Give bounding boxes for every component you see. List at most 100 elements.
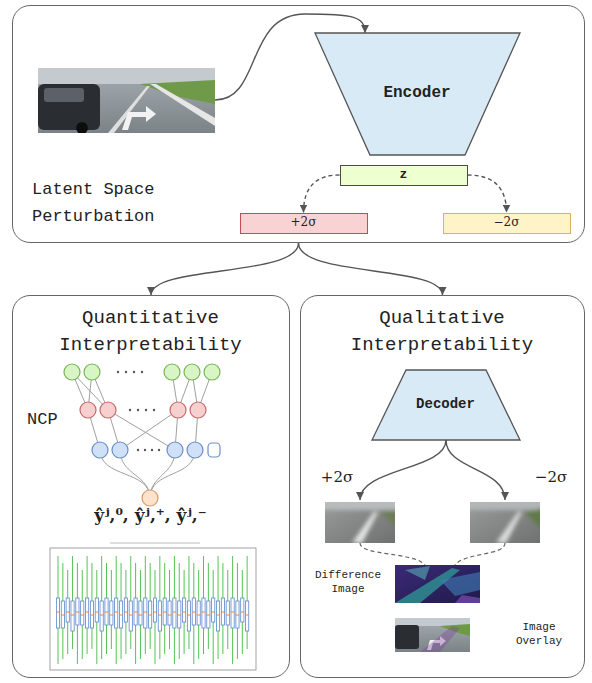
median-mark bbox=[105, 612, 109, 613]
box-plot-box bbox=[192, 598, 195, 625]
box-plot-box bbox=[110, 601, 113, 625]
blur-sky bbox=[325, 502, 395, 510]
median-mark bbox=[211, 612, 215, 613]
median-mark bbox=[56, 612, 60, 613]
motor-neuron bbox=[142, 490, 158, 506]
dashed-merge-line bbox=[360, 543, 425, 565]
diff-ground bbox=[395, 565, 480, 603]
block-label: Encoder bbox=[383, 85, 450, 103]
perturb-plus-box: +2σ bbox=[240, 213, 368, 234]
arrow-label: +2σ bbox=[316, 468, 358, 487]
box-plot-box bbox=[183, 598, 186, 622]
road bbox=[38, 68, 215, 133]
input-image bbox=[38, 68, 215, 133]
box-plot-box bbox=[212, 598, 215, 622]
box-plot-box bbox=[178, 601, 181, 628]
box-plot-box bbox=[197, 601, 200, 625]
perturb-label: +2σ bbox=[291, 216, 317, 229]
chart-title-mark bbox=[110, 542, 200, 543]
median-mark bbox=[182, 612, 186, 613]
box-plot-box bbox=[207, 601, 210, 628]
median-mark bbox=[100, 615, 104, 616]
median-mark bbox=[119, 615, 123, 616]
chart-frame bbox=[50, 548, 256, 670]
overlay-road bbox=[395, 618, 470, 652]
median-mark bbox=[221, 612, 225, 613]
median-mark bbox=[61, 615, 65, 616]
median-mark bbox=[139, 615, 143, 616]
box-plot-box bbox=[90, 601, 93, 628]
box-plot-box bbox=[144, 598, 147, 628]
box-plot-box bbox=[66, 598, 69, 622]
box-plot-box bbox=[86, 598, 89, 628]
car-wheel bbox=[76, 122, 88, 133]
quantitative-panel: Quantitative InterpretabilityNCPŷʲ,⁰, ŷʲ… bbox=[12, 295, 290, 678]
box-plot-box bbox=[95, 598, 98, 622]
arrow-label: −2σ bbox=[530, 468, 572, 487]
flow-arrow bbox=[151, 243, 299, 295]
car bbox=[38, 84, 100, 130]
blur-sky bbox=[470, 502, 540, 510]
box-plots bbox=[56, 556, 249, 664]
box-plot-box bbox=[119, 601, 122, 628]
diff-streak bbox=[455, 595, 480, 603]
median-mark bbox=[177, 615, 181, 616]
box-plot-box bbox=[71, 601, 74, 631]
median-mark bbox=[76, 612, 80, 613]
median-mark bbox=[192, 612, 196, 613]
decoded-image-plus bbox=[325, 502, 395, 543]
panel-title: Quantitative Interpretability bbox=[13, 305, 288, 358]
dashed-arrow bbox=[304, 175, 340, 213]
block-label: Decoder bbox=[416, 397, 475, 412]
image-caption: Image Overlay bbox=[505, 621, 573, 649]
median-mark bbox=[168, 615, 172, 616]
box-plot-box bbox=[187, 601, 190, 631]
box-plot-box bbox=[226, 601, 229, 625]
image-caption: Difference Image bbox=[305, 569, 391, 597]
car-window bbox=[44, 88, 84, 102]
box-plot-box bbox=[216, 601, 219, 631]
recurrent-loop bbox=[208, 443, 220, 457]
box-plot-box bbox=[129, 601, 132, 631]
encoder-trapezoid: Encoder bbox=[315, 33, 520, 155]
median-mark bbox=[226, 615, 230, 616]
median-mark bbox=[95, 612, 99, 613]
overlay-car bbox=[395, 625, 419, 649]
box-plot-box bbox=[163, 598, 166, 625]
box-plot-box bbox=[100, 601, 103, 631]
box-plot-box bbox=[81, 601, 84, 625]
decoded-image-minus bbox=[470, 502, 540, 543]
decoder-arrow bbox=[360, 440, 446, 500]
median-mark bbox=[207, 615, 211, 616]
median-mark bbox=[187, 615, 191, 616]
median-mark bbox=[124, 612, 128, 613]
median-mark bbox=[216, 615, 220, 616]
median-mark bbox=[110, 615, 114, 616]
decoder-arrow bbox=[446, 440, 505, 500]
diff-streak bbox=[405, 566, 430, 580]
box-plot-box bbox=[115, 598, 118, 628]
median-mark bbox=[158, 615, 162, 616]
box-plot-box bbox=[173, 598, 176, 628]
box-plot-box bbox=[236, 601, 239, 628]
trapezoid-outline bbox=[372, 370, 520, 440]
box-plot-box bbox=[139, 601, 142, 625]
median-mark bbox=[144, 612, 148, 613]
median-mark bbox=[90, 615, 94, 616]
command-neurons bbox=[92, 442, 203, 458]
dashed-arrow bbox=[468, 175, 507, 213]
dashed-merge-line bbox=[455, 543, 505, 565]
diff-streak bbox=[440, 572, 480, 596]
ncp-synapses bbox=[72, 372, 212, 498]
blur-grass bbox=[524, 508, 540, 532]
box-plot-box bbox=[105, 598, 108, 625]
output-formula: ŷʲ,⁰, ŷʲ,⁺, ŷʲ,⁻ bbox=[13, 505, 288, 525]
median-mark bbox=[148, 615, 152, 616]
blur-lane bbox=[496, 512, 522, 543]
box-plot-box bbox=[134, 598, 137, 625]
overlay-image bbox=[395, 618, 470, 652]
box-plot-box bbox=[124, 598, 127, 622]
median-mark bbox=[153, 612, 157, 613]
latent-box: z bbox=[340, 165, 468, 186]
